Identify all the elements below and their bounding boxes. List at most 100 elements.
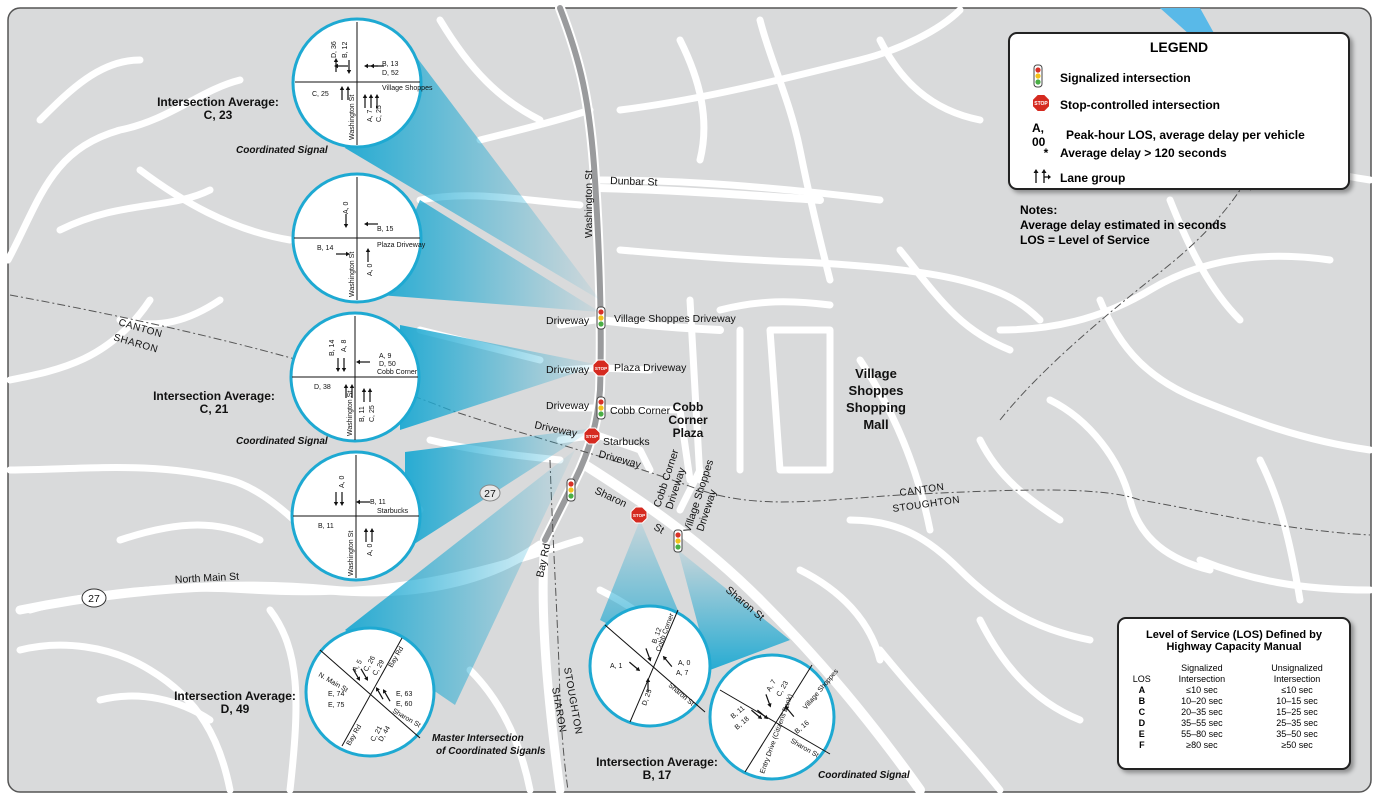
stop-sign-icon	[583, 427, 601, 445]
cobb-avg-title: Intersection Average:	[153, 389, 275, 403]
mall-label-3: Shopping	[846, 400, 906, 415]
intersection-averages: Intersection Average: C, 23 Coordinated …	[153, 95, 910, 782]
driveway-label-3: Driveway	[546, 400, 590, 412]
plaza-driveway-label: Plaza Driveway	[614, 362, 687, 374]
legend-label-lane: Lane group	[1060, 170, 1126, 185]
los-title-line-1: Level of Service (LOS) Defined by	[1145, 629, 1323, 641]
c6-los-4: A, 1	[610, 663, 623, 670]
legend-row-lane: Lane group	[1032, 168, 1125, 187]
los-title-line-2: Highway Capacity Manual	[1166, 641, 1302, 653]
bay-avg-value: D, 49	[221, 702, 250, 716]
c4-los-2: B, 11	[370, 499, 386, 506]
los-row-e: E 55–80 sec 35–50 sec	[1125, 729, 1349, 740]
callout-bay-rd: A, 5 C, 26 C, 29 E, 63 E, 60 E, 74 E, 75…	[304, 626, 436, 758]
traffic-signal-icon	[1032, 64, 1060, 91]
bay-avg-title: Intersection Average:	[174, 689, 296, 703]
los-cell: C	[1138, 707, 1146, 717]
c2-los-2: B, 15	[377, 226, 393, 233]
los-cell: B	[1138, 696, 1146, 706]
callout-starbucks: A, 0 B, 11 B, 11 A, 0 Starbucks Washingt…	[290, 450, 422, 582]
sharon-coordinated-label: Coordinated Signal	[818, 770, 910, 781]
c1-main-label: Washington St	[349, 95, 356, 140]
los-cell: 25–35 sec	[1276, 718, 1318, 728]
los-row-f: F≥80 sec≥50 sec	[1125, 740, 1349, 751]
los-cell: 55–80 sec	[1181, 729, 1223, 739]
lane-arrow-icon	[1032, 168, 1060, 187]
c2-los-3: B, 14	[317, 245, 333, 252]
plaza-label-1: Cobb	[673, 400, 704, 414]
los-header-signalized: Signalized Intersection	[1178, 663, 1226, 684]
legend-label-stop: Stop-controlled intersection	[1060, 97, 1221, 112]
c3-los-1: B, 14	[329, 340, 336, 356]
c3-los-6: B, 11	[359, 406, 366, 422]
svg-text:STOP: STOP	[1034, 101, 1048, 107]
vs-driveway-label: Village Shoppes Driveway	[614, 313, 737, 325]
legend-panel: LEGEND Signalized intersection STOP Stop…	[1008, 32, 1350, 190]
stop-sign-icon	[630, 506, 648, 524]
cobb-avg-value: C, 21	[200, 402, 229, 416]
los-header-row: LOS Signalized Intersection Unsignalized…	[1125, 663, 1349, 685]
los-cell: ≤10 sec	[1186, 685, 1218, 695]
los-cell: 15–25 sec	[1276, 707, 1318, 717]
legend-label-signal: Signalized intersection	[1060, 70, 1191, 85]
mall-label-1: Village	[855, 366, 897, 381]
c3-los-4: D, 50	[379, 361, 396, 368]
los-cell: 35–50 sec	[1276, 729, 1318, 739]
c3-los-2: A, 8	[341, 339, 348, 352]
los-cell: 10–15 sec	[1276, 696, 1318, 706]
c2-los-1: A, 0	[343, 201, 350, 214]
callout-cobb-corner: B, 14 A, 8 A, 9 D, 50 D, 38 B, 11 C, 25 …	[289, 311, 421, 443]
c5-los-7: E, 75	[328, 702, 344, 709]
plaza-label-3: Plaza	[673, 426, 704, 440]
legend-title: LEGEND	[1149, 39, 1209, 55]
c3-cross-label: Cobb Corner	[377, 369, 418, 376]
driveway-label-1: Driveway	[546, 315, 590, 327]
washington-st-label: Washington St	[583, 170, 595, 238]
sharon-avg-value: B, 17	[643, 768, 672, 782]
cobb-coordinated-label: Coordinated Signal	[236, 436, 328, 447]
los-cell: ≥80 sec	[1186, 740, 1218, 750]
dunbar-st-label: Dunbar St	[610, 175, 658, 189]
starbucks-label-1: Starbucks	[603, 436, 650, 448]
los-cell: D	[1138, 718, 1146, 728]
legend-row-star: * Average delay > 120 seconds	[1032, 146, 1227, 160]
c6-los-3: A, 7	[676, 670, 689, 677]
los-cell: 35–55 sec	[1181, 718, 1223, 728]
los-cell: A	[1138, 685, 1146, 695]
vs-avg-value: C, 23	[204, 108, 233, 122]
c4-cross-label: Starbucks	[377, 508, 409, 515]
los-definition-panel: Level of Service (LOS) Defined by Highwa…	[1117, 617, 1351, 770]
stop-sign-icon: STOP	[1032, 94, 1060, 115]
route-27-shield-2: 27	[81, 588, 107, 608]
c2-cross-label: Plaza Driveway	[377, 242, 426, 249]
callout-cobb-driveway: B, 12 A, 0 A, 7 A, 1 D, 25 Cobb Corner S…	[588, 604, 712, 728]
c3-main-label: Washington St	[347, 391, 354, 436]
los-row-a: A≤10 sec≤10 sec	[1125, 685, 1349, 696]
c5-los-6: E, 74	[328, 691, 344, 698]
c1-los-1: D, 36	[331, 41, 338, 58]
legend-row-los: A, 00 Peak-hour LOS, average delay per v…	[1032, 121, 1305, 149]
c1-los-5: C, 25	[312, 91, 329, 98]
mall-label-4: Mall	[863, 417, 888, 432]
c5-los-5: E, 60	[396, 701, 412, 708]
los-header-unsignalized: Unsignalized Intersection	[1271, 663, 1323, 684]
driveway-label-2: Driveway	[546, 364, 590, 376]
notes-line-2: LOS = Level of Service	[1020, 233, 1150, 247]
traffic-signal-icon	[673, 529, 683, 553]
los-title: Level of Service (LOS) Defined by Highwa…	[1119, 629, 1349, 653]
los-cell: 20–35 sec	[1181, 707, 1223, 717]
svg-text:27: 27	[88, 593, 100, 605]
north-main-st-label: North Main St	[175, 571, 240, 586]
los-header-los: LOS	[1132, 674, 1151, 684]
c1-los-7: C, 25	[376, 105, 383, 122]
c1-los-2: B, 12	[342, 42, 349, 58]
c4-main-label: Washington St	[348, 531, 355, 576]
c2-los-4: A, 0	[367, 263, 374, 276]
traffic-signal-icon	[596, 396, 606, 420]
legend-row-signal: Signalized intersection	[1032, 64, 1191, 91]
c4-los-1: A, 0	[339, 475, 346, 488]
legend-label-star: Average delay > 120 seconds	[1060, 146, 1227, 160]
master-label-1: Master Intersection	[432, 733, 524, 744]
los-cell: E	[1138, 729, 1145, 739]
c5-los-4: E, 63	[396, 691, 412, 698]
